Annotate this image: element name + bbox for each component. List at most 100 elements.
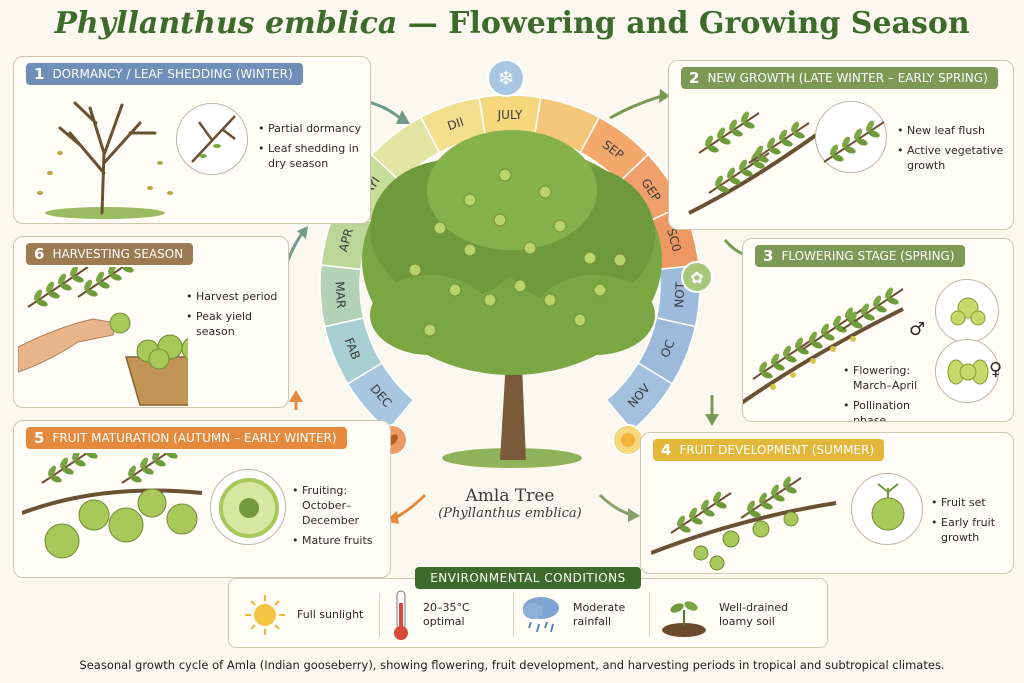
figure-caption: Seasonal growth cycle of Amla (Indian go… [79, 658, 945, 672]
stage-bullets: Fruit set Early fruit growth [931, 495, 1013, 550]
female-flower-circle [935, 339, 999, 403]
bullet: Fruit set [931, 495, 1013, 510]
tree-fruit [463, 193, 477, 207]
tree-fruit [483, 293, 497, 307]
snowflake-icon: ❄ [498, 66, 515, 90]
soil-sprout-icon [662, 601, 706, 637]
sun-badge-icon [621, 433, 635, 447]
month-label: NOT [672, 281, 688, 308]
fruit-set-circle [851, 473, 923, 545]
tree-fruit [613, 253, 627, 267]
stage-number: 4 [661, 441, 672, 459]
stage-bullets: Fruiting: October–December Mature fruits [292, 483, 390, 553]
tree-fruit [433, 221, 447, 235]
env-text: 20–35°C optimal [423, 601, 470, 628]
tree-scientific-name: (Phyllanthus emblica) [438, 506, 582, 521]
bullet: New leaf flush [897, 123, 1011, 138]
male-flower-icon [950, 297, 986, 326]
young-fruit-icon [871, 483, 905, 531]
thermometer-icon [394, 590, 408, 640]
fruit-cross-section-icon [219, 478, 279, 538]
bullet: Partial dormancy [258, 121, 368, 136]
env-item-sunlight: Full sunlight [243, 589, 373, 641]
bullet: Fruiting: October–December [292, 483, 390, 528]
stage-label: FRUIT DEVELOPMENT (SUMMER) [679, 443, 875, 457]
stage-number: 3 [763, 247, 774, 265]
stage-header: 5 FRUIT MATURATION (AUTUMN – EARLY WINTER… [26, 427, 347, 449]
page-title: Phyllanthus emblica — Flowering and Grow… [0, 6, 1024, 41]
divider [379, 593, 380, 637]
female-symbol: ♀ [989, 359, 1003, 380]
stage-number: 5 [34, 429, 45, 447]
leaf-icon [823, 118, 885, 164]
arrow-ring-to-4 [598, 493, 633, 517]
male-flower-circle [935, 279, 999, 343]
month-label: APR [336, 227, 356, 254]
stage-card-fruit-development: 4 FRUIT DEVELOPMENT (SUMMER) Fruit set Ea… [640, 432, 1014, 574]
new-leaf-branch-illustration [688, 109, 821, 215]
flower-badge [681, 261, 713, 293]
divider [513, 593, 514, 637]
stage-bullets: Partial dormancy Leaf shedding in dry se… [258, 121, 368, 176]
title-species: Phyllanthus emblica [54, 6, 398, 41]
tree-fruit [553, 219, 567, 233]
bullet: Early fruit growth [931, 515, 1013, 545]
stage-bullets: Flowering: March–April Pollination phase [843, 363, 943, 421]
twig-icon [191, 115, 236, 163]
stage-header: 3 FLOWERING STAGE (SPRING) [755, 245, 965, 267]
amla-tree-illustration [362, 130, 662, 468]
tree-fruit [543, 293, 557, 307]
hand-icon [18, 318, 117, 373]
fruit-cross-section-circle [210, 469, 286, 545]
bullet: Peak yield season [186, 309, 288, 339]
tree-fruit [423, 323, 437, 337]
male-symbol: ♂ [909, 319, 926, 340]
leaf-detail-circle [815, 101, 887, 173]
flowering-branch-illustration [743, 285, 904, 405]
basket-icon [125, 356, 188, 406]
env-text: Full sunlight [297, 608, 364, 621]
tree-fruit [448, 283, 462, 297]
tree-fruit [583, 251, 597, 265]
stage-bullets: Harvest period Peak yield season [186, 289, 288, 344]
tree-label: Amla Tree (Phyllanthus emblica) [430, 486, 590, 521]
month-label: SC0 [664, 227, 684, 254]
twig-detail-circle [176, 103, 248, 175]
stage-number: 1 [34, 65, 45, 83]
environmental-conditions-panel: ENVIRONMENTAL CONDITIONS Full sunlight 2… [228, 567, 828, 648]
bullet: Active vegetative growth [897, 143, 1011, 173]
env-item-soil: Well-drained loamy soil [659, 589, 825, 641]
arrow-ring-to-5 [394, 493, 427, 520]
stage-label: FRUIT MATURATION (AUTUMN – EARLY WINTER) [52, 431, 337, 445]
environmental-conditions-header: ENVIRONMENTAL CONDITIONS [415, 567, 641, 589]
stage-label: NEW GROWTH (LATE WINTER – EARLY SPRING) [707, 71, 988, 85]
rain-cloud-icon [523, 597, 559, 633]
mature-fruit-branch-illustration [22, 453, 203, 559]
tree-fruit [498, 168, 512, 182]
month-segment [605, 361, 674, 432]
flower-icon: ✿ [690, 268, 703, 287]
stage-label: HARVESTING SEASON [52, 247, 184, 261]
month-label: DII [446, 115, 466, 133]
sun-icon [245, 595, 285, 635]
tree-fruit [513, 279, 527, 293]
env-item-temperature: 20–35°C optimal [389, 589, 511, 641]
tree-fruit [538, 185, 552, 199]
tree-name: Amla Tree [465, 486, 555, 506]
bullet: Flowering: March–April [843, 363, 943, 393]
snowflake-badge [487, 59, 525, 97]
bare-tree-illustration [37, 101, 173, 219]
bullet: Harvest period [186, 289, 288, 304]
stage-label: FLOWERING STAGE (SPRING) [781, 249, 955, 263]
month-label: JULY [497, 108, 523, 122]
arrow-ring-to-2 [609, 94, 663, 120]
tree-fruit [463, 243, 477, 257]
stage-number: 2 [689, 69, 700, 87]
tree-fruit [523, 241, 537, 255]
tree-fruit [493, 213, 507, 227]
tree-fruit [408, 263, 422, 277]
